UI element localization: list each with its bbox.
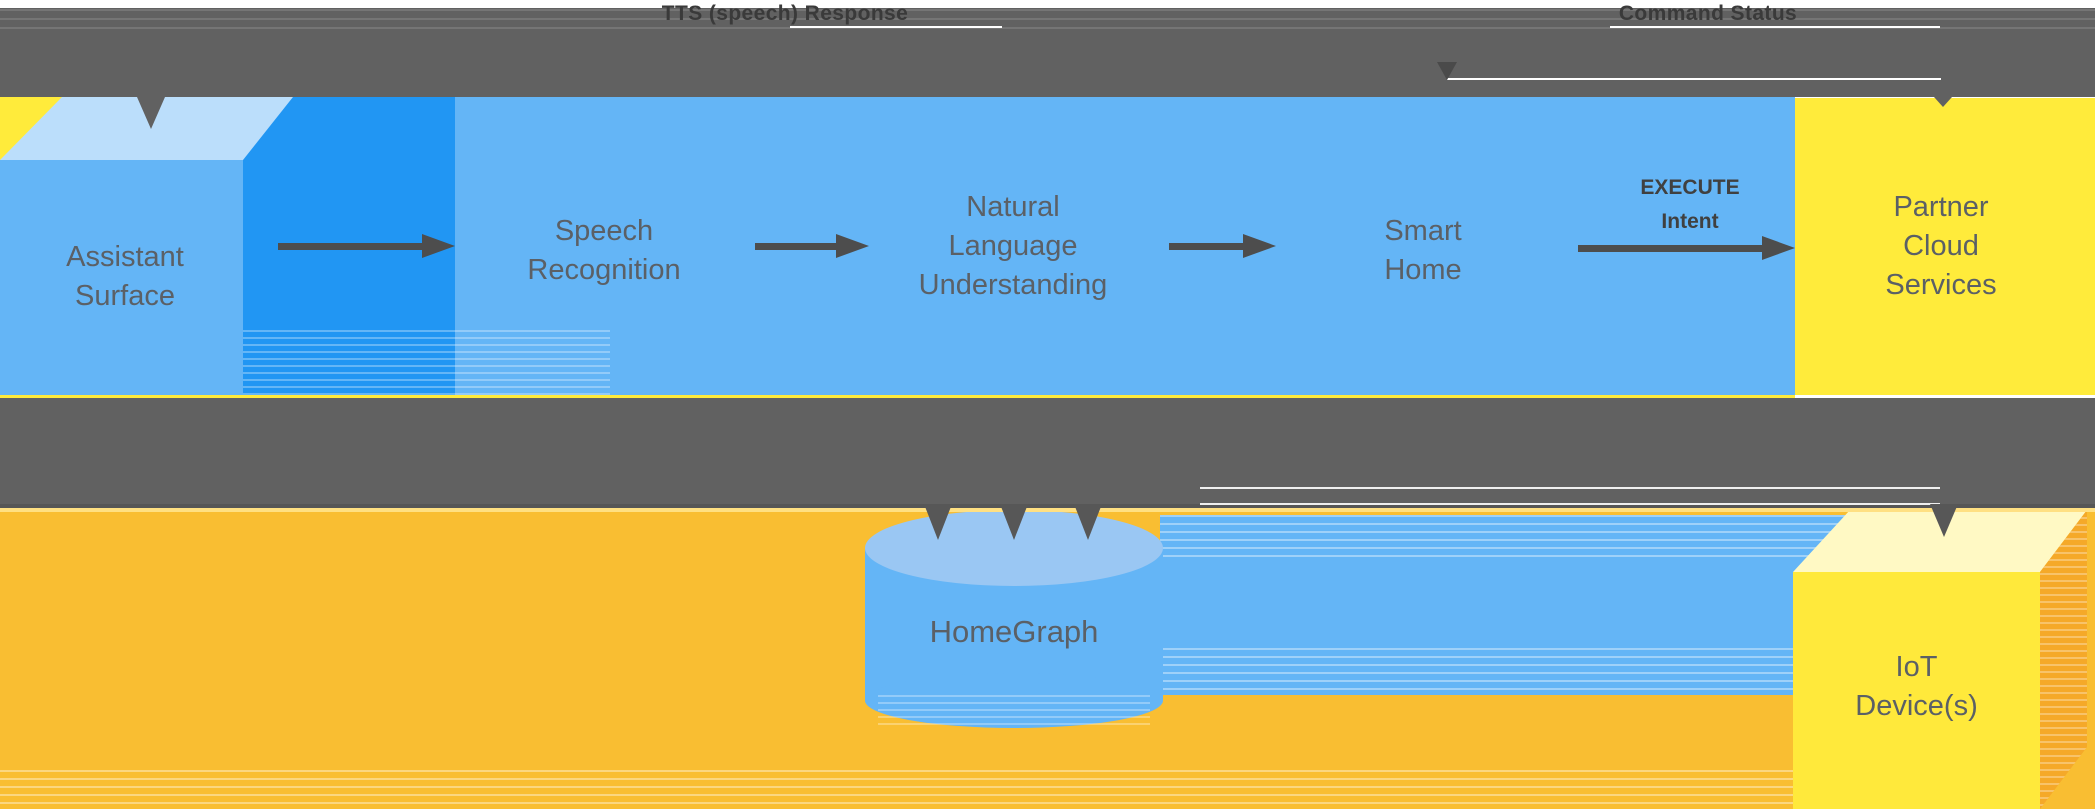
- command-status-label: Command Status: [1618, 2, 1798, 25]
- homegraph-label: HomeGraph: [929, 614, 1099, 649]
- arrow-nlu-to-smarthome: [1169, 234, 1276, 258]
- band-stripe-bottom: [1160, 648, 1850, 695]
- partner-cloud-label: Partner Cloud Services: [1791, 188, 2091, 305]
- speech-recognition-label: Speech Recognition: [454, 212, 754, 290]
- middle-band-white-line2: [1200, 503, 1940, 505]
- command-status-underline: [1610, 26, 1940, 28]
- bottom-edge-glitch: [0, 770, 1793, 809]
- execute-intent-label: EXECUTE Intent: [1560, 171, 1820, 239]
- middle-band-white-line1: [1200, 487, 1940, 489]
- partner-cloud-box: [1795, 98, 2095, 395]
- partner-cloud-line3: Services: [1885, 269, 1997, 301]
- homegraph-cylinder: HomeGraph: [865, 510, 1163, 728]
- iot-device-front-face: [1793, 572, 2040, 809]
- top-return-band: [0, 8, 2095, 97]
- cube-side-glitch: [243, 330, 610, 395]
- assistant-band: [455, 97, 1795, 395]
- smart-home-line1: Smart: [1384, 215, 1462, 247]
- status-arrowhead-homegraph-2: [1000, 504, 1028, 540]
- execute-intent-line1: EXECUTE: [1640, 176, 1740, 199]
- status-arrowhead-homegraph-1: [924, 504, 952, 540]
- speech-recognition-line1: Speech: [554, 215, 654, 247]
- assistant-surface-line1: Assistant: [66, 241, 184, 273]
- assistant-surface-label: Assistant Surface: [0, 238, 250, 316]
- row1-bottom-yellow-line: [0, 395, 1795, 398]
- tts-response-label: TTS (speech) Response: [661, 2, 909, 25]
- cylinder-bottom-stripes: [878, 695, 1150, 728]
- tts-underline: [790, 26, 1002, 28]
- execute-intent-line2: Intent: [1661, 210, 1719, 233]
- middle-band-bottom-separator: [0, 508, 2095, 512]
- band-stripe-top: [1160, 515, 1850, 557]
- nlu-line2: Language: [948, 230, 1078, 262]
- homegraph-to-iot-band: [1160, 515, 1850, 695]
- partner-cloud-line2: Cloud: [1903, 230, 1979, 262]
- nlu-line1: Natural: [966, 191, 1060, 223]
- return-arrowhead-into-partner: [1934, 97, 1952, 107]
- arrow-speech-to-nlu: [755, 234, 869, 258]
- nlu-line3: Understanding: [918, 269, 1108, 301]
- arrow-assistant-to-speech: [278, 234, 455, 258]
- smart-home-line2: Home: [1384, 254, 1462, 286]
- iot-devices-line2: Device(s): [1855, 690, 1978, 722]
- middle-band-dark-edge: [0, 504, 2095, 508]
- partner-cloud-line1: Partner: [1893, 191, 1989, 223]
- arrow-smarthome-to-partner: [1578, 236, 1795, 260]
- return-arrowhead-into-assistant: [137, 97, 165, 129]
- assistant-cube-front-face: [0, 160, 243, 395]
- iot-devices-line1: IoT: [1895, 651, 1938, 683]
- status-arrowhead-homegraph-3: [1074, 504, 1102, 540]
- command-status-arrow-line: [1447, 78, 1941, 80]
- smart-home-label: Smart Home: [1273, 212, 1573, 290]
- status-arrowhead-iot: [1930, 504, 1958, 537]
- speech-recognition-line2: Recognition: [527, 254, 681, 286]
- iot-devices-label: IoT Device(s): [1793, 648, 2040, 726]
- top-band-glitch: [0, 9, 2095, 31]
- assistant-surface-line2: Surface: [75, 280, 175, 312]
- middle-status-band: [0, 398, 2095, 508]
- command-status-arrowhead: [1437, 62, 1457, 80]
- nlu-label: Natural Language Understanding: [863, 188, 1163, 305]
- cylinder-bottom: [865, 673, 1163, 728]
